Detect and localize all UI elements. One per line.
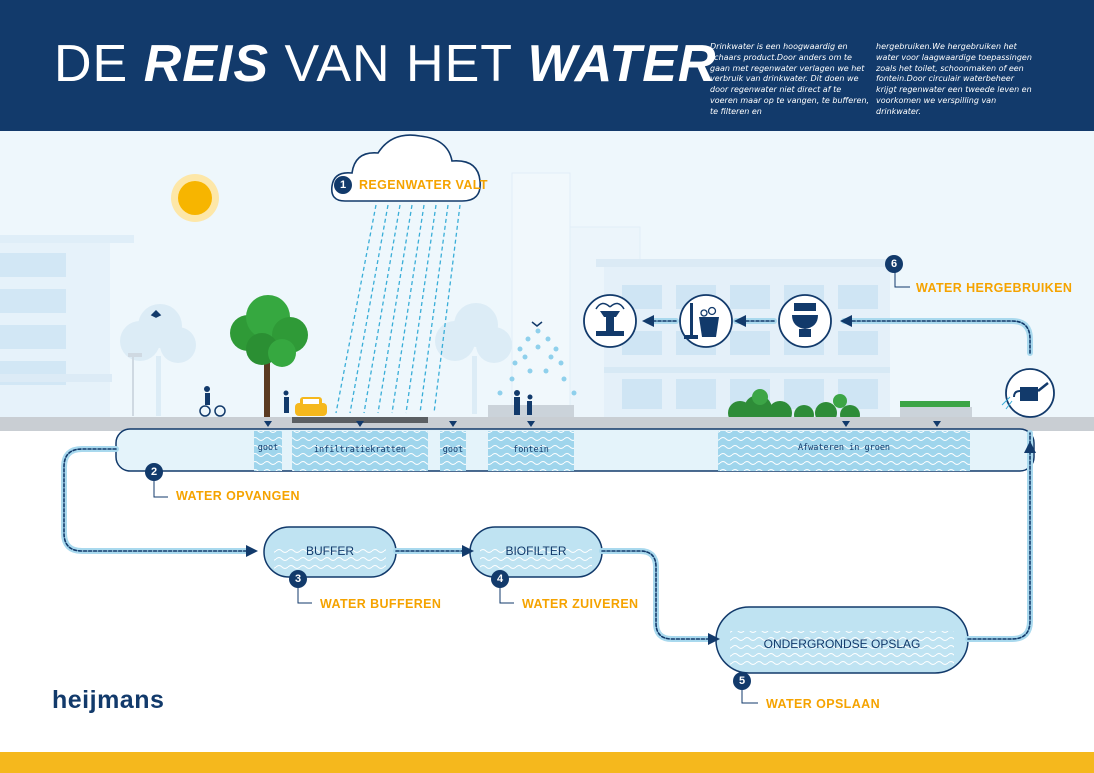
basin-water-zones [254,431,970,471]
green-roof-planter [900,407,972,419]
page-title: DE REIS VAN HET WATER [54,38,716,90]
footer-accent-bar [0,752,1094,773]
street-lamp [128,353,142,416]
left-building [0,235,134,423]
biofilter-tank [469,526,603,578]
header-band: DE REIS VAN HET WATER Drinkwater is een … [0,0,1094,131]
toilet-icon [778,294,832,348]
faded-trees [120,303,512,416]
tank-label-ondergrondse-opslag: ONDERGRONDSE OPSLAG [763,637,921,651]
tank-label-biofilter: BIOFILTER [505,544,567,558]
step-badge-4: 4 [491,570,509,588]
step-label-water-hergebruiken: WATER HERGEBRUIKEN [916,281,1073,295]
car-icon [295,397,327,416]
inlet-markers [264,421,941,427]
flow-arrowheads [246,315,1036,645]
zone-label-goot-1: goot [257,443,279,453]
zone-label-fontein: fontein [513,445,549,455]
title-emphasis-water: WATER [527,35,717,93]
tank-label-buffer: BUFFER [306,544,354,558]
step-badge-2: 2 [145,463,163,481]
intro-text-column-2: hergebruiken.We hergebruiken het water v… [876,42,1032,116]
zone-label-afwateren-in-groen: Afwateren in groen [797,443,891,453]
rain-cloud-icon [330,134,481,202]
step-label-water-opvangen: WATER OPVANGEN [176,489,300,503]
rain-lines [335,204,461,414]
step-badge-3: 3 [289,570,307,588]
cleaning-bucket-icon [679,294,733,348]
title-emphasis-reis: REIS [143,35,270,93]
right-building [596,259,896,423]
sun-icon [171,174,219,222]
birds [150,309,543,327]
step-badge-1: 1 [334,176,352,194]
fountain-jets [497,328,577,396]
brand-logo: heijmans [52,686,165,714]
watering-can-icon [1001,368,1055,418]
zone-label-goot-2: goot [442,445,464,455]
zone-label-infiltratiekratten: infiltratiekratten [313,445,407,455]
tree-icon [230,295,308,417]
title-part-2: VAN HET [269,35,528,93]
step-badge-6: 6 [885,255,903,273]
storage-tank [715,606,969,674]
step-leader-lines [153,271,910,704]
intro-text-column-1: Drinkwater is een hoogwaardig en schaars… [710,42,870,116]
flow-pipes [61,318,1033,642]
step-label-water-zuiveren: WATER ZUIVEREN [522,597,639,611]
ground-surface [0,417,1094,431]
fountain-icon [583,294,637,348]
step-label-water-opslaan: WATER OPSLAAN [766,697,880,711]
people-figures [199,386,533,417]
step-label-regenwater-valt: REGENWATER VALT [359,178,488,192]
water-cycle-scene [0,131,1094,704]
buffer-tank [263,526,397,578]
step-badge-5: 5 [733,672,751,690]
road-asphalt [292,417,428,423]
title-part-1: DE [54,35,144,93]
step-label-water-bufferen: WATER BUFFEREN [320,597,442,611]
